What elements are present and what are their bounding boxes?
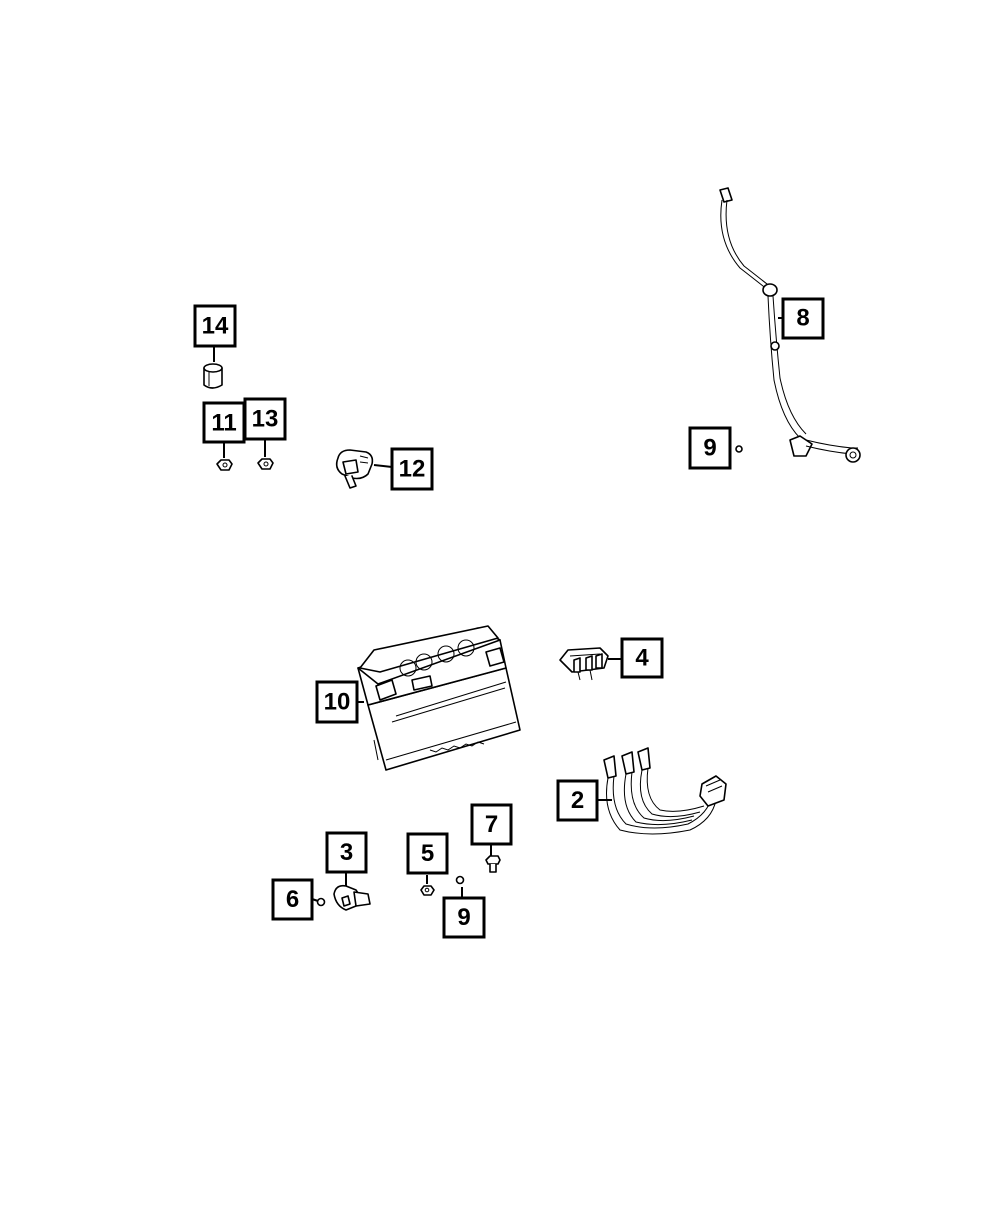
part-4-terminal-block <box>559 647 622 681</box>
callout-4[interactable]: 4 <box>620 637 664 679</box>
part-11-nut <box>216 441 233 471</box>
callout-9-bottom-label: 9 <box>457 904 470 931</box>
callout-9-top-label: 9 <box>703 435 716 462</box>
callout-2-label: 2 <box>571 787 584 814</box>
callout-5[interactable]: 5 <box>406 832 449 875</box>
part-9-nut-top <box>735 445 743 453</box>
part-14-bushing <box>203 345 223 389</box>
callout-8-label: 8 <box>796 305 809 332</box>
part-6-nut <box>311 897 326 907</box>
callout-7[interactable]: 7 <box>470 803 513 846</box>
callout-13-label: 13 <box>252 406 279 433</box>
part-7-bolt <box>485 844 501 873</box>
callout-6-label: 6 <box>286 886 299 913</box>
part-5-nut <box>420 875 435 896</box>
part-10-battery <box>357 625 521 771</box>
callout-14-label: 14 <box>202 313 229 340</box>
callout-3[interactable]: 3 <box>325 831 368 874</box>
part-2-cable-harness <box>597 747 727 835</box>
part-8-cable <box>719 187 861 463</box>
part-9-nut-bottom <box>455 875 465 897</box>
callout-4-label: 4 <box>635 645 649 672</box>
callout-13[interactable]: 13 <box>243 397 287 441</box>
callout-6[interactable]: 6 <box>271 878 314 921</box>
callout-11[interactable]: 11 <box>202 401 246 444</box>
callout-3-label: 3 <box>340 839 353 866</box>
callout-10[interactable]: 10 <box>315 680 359 724</box>
callout-10-label: 10 <box>324 689 351 716</box>
callout-7-label: 7 <box>485 811 498 838</box>
part-12-sensor <box>335 449 393 489</box>
part-3-sensor <box>333 872 371 911</box>
callout-12[interactable]: 12 <box>390 447 434 491</box>
callout-9-top[interactable]: 9 <box>688 426 732 470</box>
callout-2[interactable]: 2 <box>556 779 599 822</box>
callout-11-label: 11 <box>211 410 236 437</box>
part-13-nut <box>257 438 274 470</box>
callout-9-bottom[interactable]: 9 <box>442 896 486 939</box>
callout-14[interactable]: 14 <box>193 304 237 348</box>
callout-8[interactable]: 8 <box>781 297 825 340</box>
callout-5-label: 5 <box>421 840 434 867</box>
callout-12-label: 12 <box>399 456 426 483</box>
